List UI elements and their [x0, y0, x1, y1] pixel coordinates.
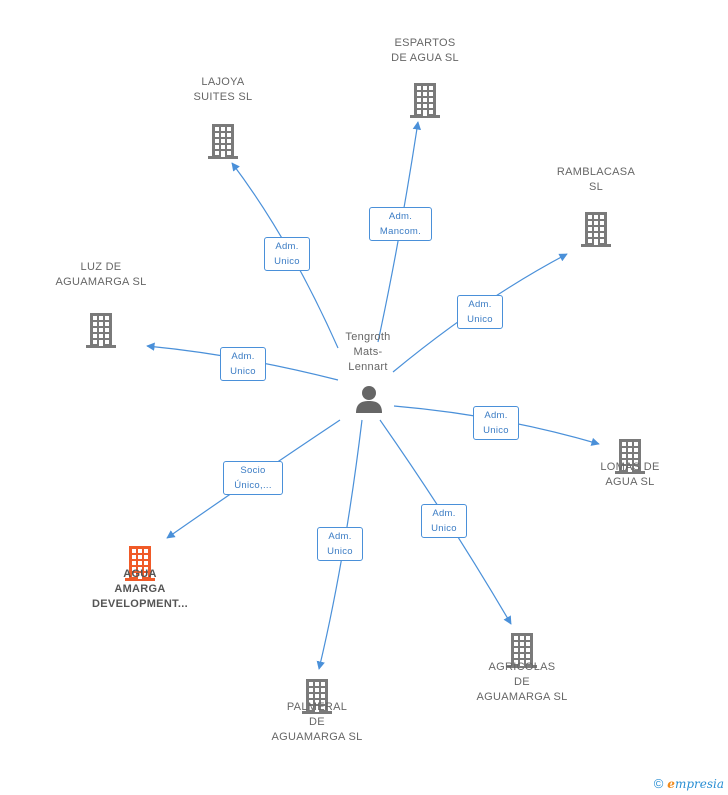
footer-brand: © empresia	[654, 776, 724, 791]
company-node-luz[interactable]: LUZ DE AGUAMARGA SL	[55, 261, 146, 348]
relation-label-lajoya[interactable]: Adm. Unico	[264, 237, 310, 271]
center-person-node[interactable]: Tengroth Mats- Lennart	[318, 328, 418, 418]
building-icon	[613, 438, 647, 479]
company-name-espartos: ESPARTOS DE AGUA SL	[391, 37, 459, 64]
relation-label-luz[interactable]: Adm. Unico	[220, 347, 266, 381]
brand-logo: empresia	[667, 776, 724, 791]
building-icon	[206, 123, 240, 164]
copyright-symbol: ©	[653, 776, 664, 791]
center-person-label: Tengroth Mats- Lennart	[345, 331, 391, 373]
company-name-ramblacasa: RAMBLACASA SL	[556, 166, 636, 193]
relation-label-palmeral[interactable]: Adm. Unico	[317, 527, 363, 561]
building-icon	[123, 545, 157, 586]
company-node-agua-amarga[interactable]: AGUA AMARGA DEVELOPMENT...	[92, 545, 188, 610]
company-name-lajoya: LAJOYA SUITES SL	[193, 76, 253, 103]
relation-label-agua-amarga[interactable]: Socio Único,...	[223, 461, 283, 495]
company-node-lajoya[interactable]: LAJOYA SUITES SL	[194, 76, 252, 159]
company-name-palmeral: PALMERAL DE AGUAMARGA SL	[271, 701, 363, 743]
company-node-lomas[interactable]: LOMAS DE AGUA SL	[600, 438, 659, 488]
relation-label-lomas[interactable]: Adm. Unico	[473, 406, 519, 440]
company-name-lomas: LOMAS DE AGUA SL	[600, 461, 660, 488]
person-icon	[356, 386, 382, 413]
building-icon	[505, 632, 539, 673]
company-node-espartos[interactable]: ESPARTOS DE AGUA SL	[391, 37, 459, 118]
building-icon	[408, 82, 442, 123]
company-name-luz: LUZ DE AGUAMARGA SL	[55, 261, 147, 288]
building-icon	[579, 211, 613, 252]
relation-label-ramblacasa[interactable]: Adm. Unico	[457, 295, 503, 329]
company-node-ramblacasa[interactable]: RAMBLACASA SL	[557, 166, 635, 247]
relation-label-agricolas[interactable]: Adm. Unico	[421, 504, 467, 538]
building-icon	[84, 312, 118, 353]
company-node-palmeral[interactable]: PALMERAL DE AGUAMARGA SL	[271, 678, 362, 743]
relation-label-espartos[interactable]: Adm. Mancom.	[369, 207, 432, 241]
company-name-agua-amarga: AGUA AMARGA DEVELOPMENT...	[92, 568, 188, 610]
company-name-agricolas: AGRICOLAS DE AGUAMARGA SL	[476, 661, 568, 703]
building-icon	[300, 678, 334, 719]
company-node-agricolas[interactable]: AGRICOLAS DE AGUAMARGA SL	[476, 632, 567, 703]
